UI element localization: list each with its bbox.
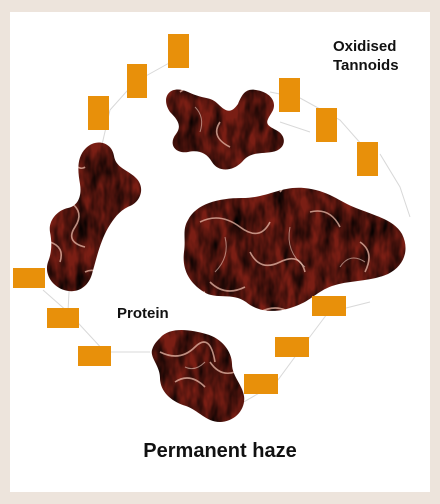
tannoid-block (357, 142, 378, 176)
diagram-panel: Oxidised Tannoids Protein Permanent haze (10, 12, 430, 492)
protein-blob-center (184, 188, 406, 311)
tannoid-block (13, 268, 45, 288)
tannoids-label: Oxidised Tannoids (333, 37, 433, 75)
protein-blob-top (166, 90, 284, 170)
tannoid-block (47, 308, 79, 328)
tannoid-block (127, 64, 147, 98)
tannoid-block (88, 96, 109, 130)
haze-diagram (10, 12, 430, 432)
diagram-caption: Permanent haze (10, 440, 430, 463)
tannoid-block (312, 296, 346, 316)
tannoid-block (275, 337, 309, 357)
tannoid-block (244, 374, 278, 394)
tannoid-block (78, 346, 111, 366)
tannoid-block (316, 108, 337, 142)
tannoid-block (279, 78, 300, 112)
protein-blob-left (47, 142, 141, 291)
protein-label: Protein (117, 304, 169, 323)
tannoid-block (168, 34, 189, 68)
protein-blob-bottom (152, 330, 244, 422)
